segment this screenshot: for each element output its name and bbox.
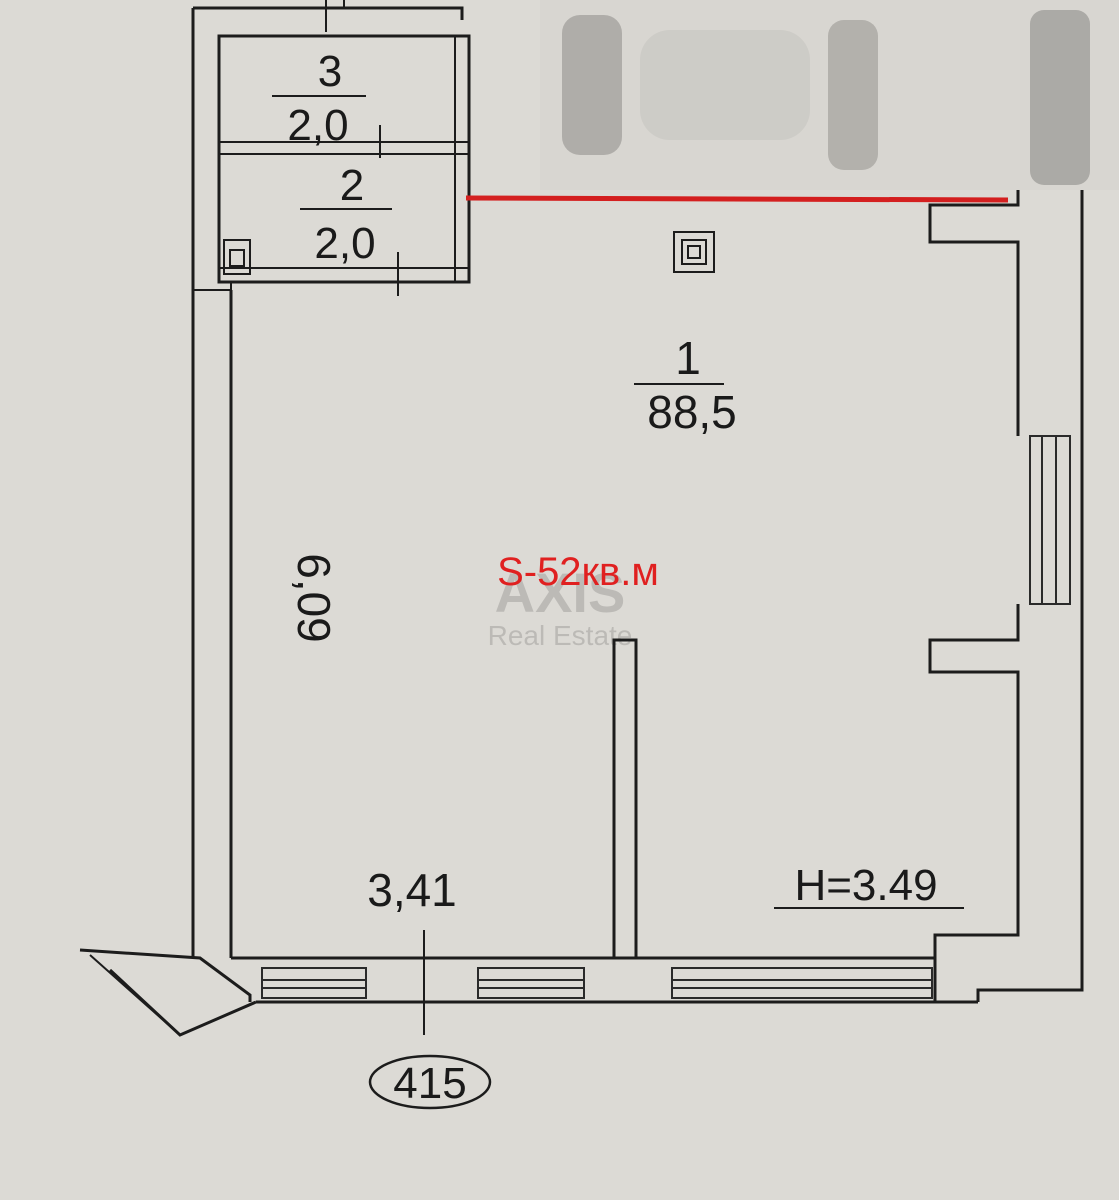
axis-marker-label: 415: [393, 1059, 466, 1108]
room-1-number: 1: [675, 332, 701, 384]
total-area-label: S-52кв.м: [497, 550, 659, 594]
room-1-label: 1 88,5: [634, 332, 737, 438]
room-2-label: 2 2,0: [300, 161, 392, 268]
room-3-number: 3: [318, 47, 342, 96]
ceiling-height-label: H=3.49: [794, 861, 937, 910]
highlight-line: [465, 195, 1009, 203]
watermark: AXIS Real Estate: [488, 561, 633, 651]
ceiling-height: H=3.49: [774, 861, 964, 910]
watermark-subtitle: Real Estate: [488, 620, 633, 651]
axis-marker: 415: [368, 1054, 492, 1110]
blurred-region: [540, 0, 1119, 190]
room-3-label: 3 2,0: [272, 47, 366, 150]
room-3-area: 2,0: [287, 101, 348, 150]
walls: [79, 0, 1084, 1037]
room-2-number: 2: [340, 161, 364, 210]
left-wall-dimension: 6,09: [288, 553, 340, 643]
room-2-area: 2,0: [314, 219, 375, 268]
bottom-width-dimension: 3,41: [367, 864, 457, 916]
watermark-title: AXIS: [495, 561, 626, 624]
room-1-area: 88,5: [647, 386, 737, 438]
